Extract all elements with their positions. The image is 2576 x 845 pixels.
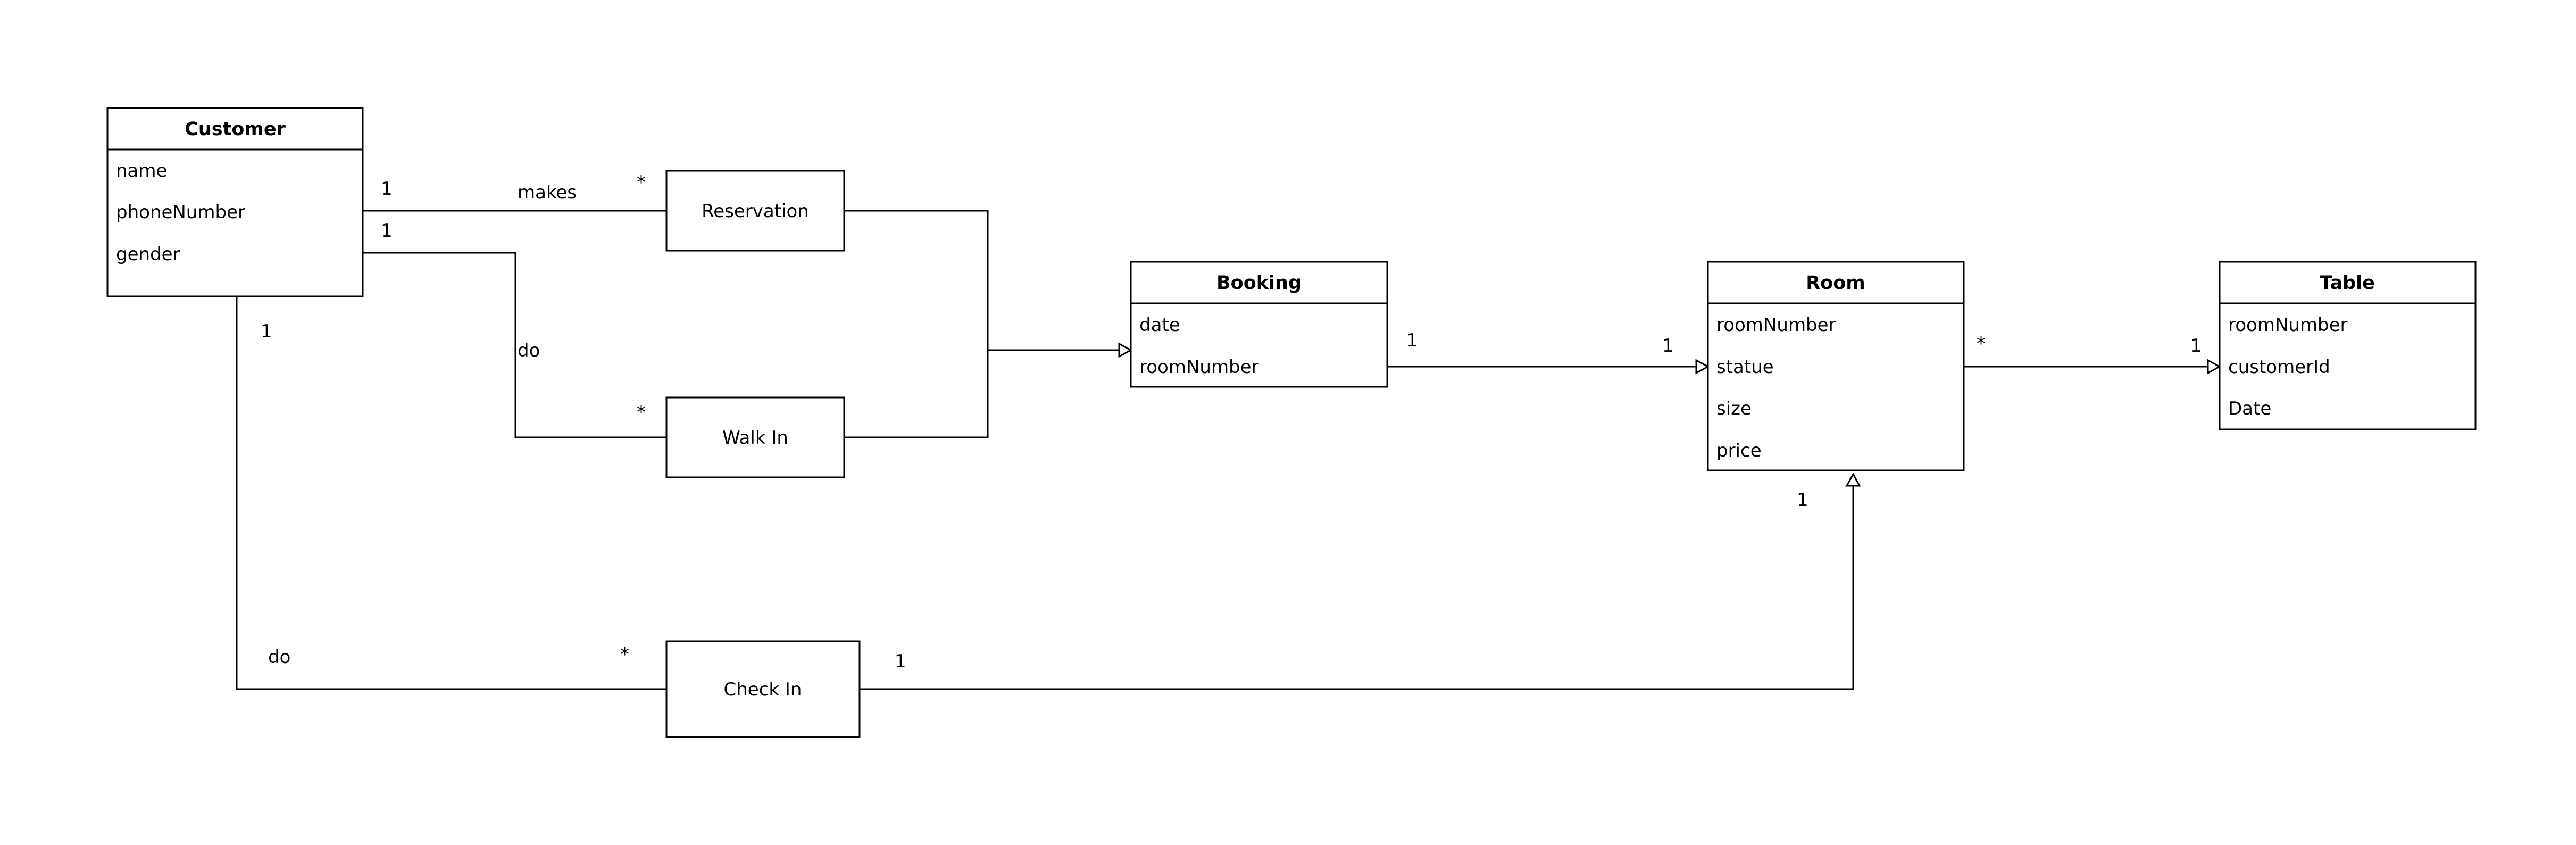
box-frame	[665, 640, 861, 738]
class-attribute: phoneNumber	[116, 202, 245, 223]
class-frame	[1130, 261, 1388, 388]
multiplicity-label: *	[637, 172, 646, 193]
box-label-check-in: Check In	[724, 679, 802, 700]
multiplicity-label: 1	[1406, 330, 1418, 351]
class-frame	[2219, 261, 2477, 430]
association-label-do-walkin: do	[518, 340, 540, 361]
class-attribute: roomNumber	[1139, 357, 1259, 378]
edge-customer-checkin[interactable]	[236, 296, 666, 690]
association-labels: makes do do	[268, 182, 577, 668]
arrowhead-booking	[1118, 342, 1133, 358]
multiplicity-label: *	[620, 644, 629, 665]
multiplicity-label: 1	[2190, 335, 2202, 357]
multiplicity-label: 1	[1797, 490, 1808, 511]
box-reservation[interactable]: Reservation	[665, 170, 845, 252]
class-frame	[1707, 261, 1965, 471]
multiplicity-label: 1	[895, 651, 906, 672]
box-frame	[665, 170, 845, 252]
multiplicity-label: 1	[381, 220, 393, 242]
class-table[interactable]: Table roomNumber customerId Date	[2219, 261, 2477, 430]
multiplicity-label: 1	[261, 321, 272, 342]
class-attribute: roomNumber	[1716, 314, 1836, 336]
class-attribute: size	[1716, 398, 1752, 419]
box-frame	[665, 396, 845, 478]
class-frame	[106, 107, 364, 297]
multiplicity-label: *	[637, 402, 646, 423]
class-title-room: Room	[1806, 272, 1865, 294]
association-label-makes: makes	[518, 182, 577, 203]
edge-customer-walkin[interactable]	[363, 252, 666, 438]
box-label-reservation: Reservation	[702, 201, 809, 222]
arrowhead-room-from-booking	[1695, 359, 1710, 375]
class-attribute: Date	[2228, 398, 2271, 419]
class-title-customer: Customer	[185, 119, 286, 140]
class-booking[interactable]: Booking date roomNumber	[1130, 261, 1388, 388]
edge-checkin-room[interactable]	[860, 486, 1854, 690]
edge-reservation-booking[interactable]	[844, 210, 989, 350]
class-attribute: name	[116, 160, 167, 181]
class-attribute: price	[1716, 440, 1762, 461]
association-label-do-checkin: do	[268, 647, 290, 668]
class-customer[interactable]: Customer name phoneNumber gender	[106, 107, 364, 297]
multiplicity-label: *	[1977, 333, 1986, 354]
multiplicity-label: 1	[1662, 335, 1674, 357]
class-title-table: Table	[2320, 272, 2375, 294]
box-walk-in[interactable]: Walk In	[665, 396, 845, 478]
class-attribute: customerId	[2228, 357, 2330, 378]
class-attribute: roomNumber	[2228, 314, 2348, 336]
multiplicity-label: 1	[381, 178, 393, 200]
class-attribute: statue	[1716, 357, 1774, 378]
arrowhead-table	[2207, 359, 2222, 375]
edge-walkin-booking[interactable]	[844, 350, 989, 438]
class-attribute: gender	[116, 244, 180, 265]
class-room[interactable]: Room roomNumber statue size price	[1707, 261, 1965, 471]
box-check-in[interactable]: Check In	[665, 640, 861, 738]
class-title-booking: Booking	[1216, 272, 1302, 294]
multiplicities: 1 * 1 * 1 * 1 1 1 1 * 1	[261, 172, 2202, 672]
box-label-walk-in: Walk In	[722, 427, 788, 449]
arrowhead-room-from-checkin	[1845, 472, 1861, 487]
class-attribute: date	[1139, 314, 1180, 336]
